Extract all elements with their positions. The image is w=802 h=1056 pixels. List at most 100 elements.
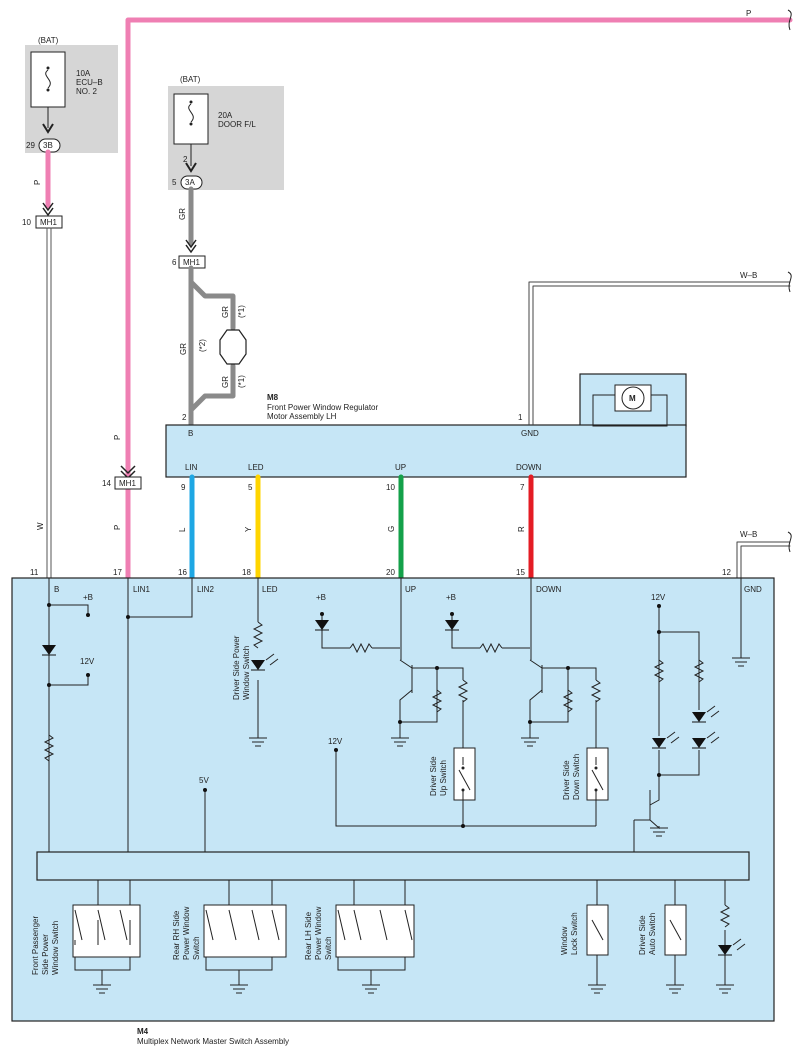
supply-5v-label: 5V	[199, 776, 209, 785]
pin-gnd-label: GND	[744, 585, 762, 594]
supply-b-up-label: +B	[316, 593, 326, 602]
rrh-switch-label-2: Power Window	[182, 906, 191, 960]
wire-ecu-b-color: P	[33, 180, 42, 185]
connector-mh1-14	[114, 476, 142, 490]
motor-icon	[621, 386, 645, 410]
connector-3b-label: 3B	[43, 141, 53, 150]
wire-gray-color-1: GR	[178, 208, 187, 220]
wire-wb-switch	[736, 541, 791, 579]
fp-switch-label-2: Side Power	[41, 934, 50, 975]
motor-pin-lin: LIN	[185, 463, 198, 472]
wire-white-color: W	[36, 522, 45, 530]
motor-pin-up: UP	[395, 463, 406, 472]
switch-down-label-1: Driver Side	[562, 760, 571, 800]
motor-pin-led: LED	[248, 463, 264, 472]
fuse-ecu-b-symbol	[30, 51, 66, 108]
supply-points	[47, 603, 661, 828]
wire-green-color: G	[387, 526, 396, 532]
pin-led-label: LED	[262, 585, 278, 594]
motor-pin-gnd-number: 1	[518, 413, 523, 422]
motor-code: M8	[267, 393, 279, 402]
fuse-door-source: (BAT)	[180, 75, 201, 84]
wire-note-1a: (*1)	[237, 305, 246, 318]
fuse-ecu-b-name: ECU–B	[76, 78, 103, 87]
fp-switch-label-1: Front Passenger	[31, 916, 40, 975]
rrh-switch-label-3: Switch	[192, 936, 201, 960]
fuse-door-pin: 2	[183, 155, 188, 164]
pin-up-number: 20	[386, 568, 395, 577]
pin-up-top: 10	[386, 483, 395, 492]
motor-assembly-box	[165, 424, 687, 478]
wire-red-color: R	[517, 526, 526, 532]
motor-pin-down: DOWN	[516, 463, 542, 472]
fuse-door-rating: 20A	[218, 111, 233, 120]
internal-circuit	[48, 578, 742, 985]
fp-switch-label-3: Window Switch	[51, 921, 60, 975]
pin-up-label: UP	[405, 585, 416, 594]
pin-led-top: 5	[248, 483, 253, 492]
wire-gray-color-2: GR	[179, 343, 188, 355]
switch-down-label-2: Down Switch	[572, 754, 581, 800]
fuse-ecu-b-rating: 10A	[76, 69, 91, 78]
connector-mh1-6-label: MH1	[183, 258, 200, 267]
auto-switch-label-1: Driver Side	[638, 915, 647, 955]
supply-b-down-label: +B	[446, 593, 456, 602]
option-octagon-icon	[219, 329, 247, 365]
fuse-ecu-b-number: NO. 2	[76, 87, 97, 96]
switch-down	[586, 747, 609, 801]
connector-mh1-10-pin: 10	[22, 218, 31, 227]
wire-wb-motor	[528, 281, 791, 425]
wire-top-color: P	[746, 9, 751, 18]
rear-lh-switch	[335, 904, 415, 958]
connector-mh1-10-label: MH1	[40, 218, 57, 227]
motor-name-2: Motor Assembly LH	[267, 412, 337, 421]
connector-mh1-10	[35, 215, 63, 229]
connector-arrow-icon	[185, 162, 197, 173]
fuse-ecu-b-source: (BAT)	[38, 36, 59, 45]
wire-blue-color: L	[178, 527, 187, 532]
connector-3a-pin: 5	[172, 178, 177, 187]
connector-3b-pin: 29	[26, 141, 35, 150]
rlh-switch-label-3: Switch	[324, 936, 333, 960]
connector-arrow-icon	[185, 239, 197, 254]
fuse-icon	[45, 69, 51, 89]
led-label-1: Driver Side Power	[232, 635, 241, 700]
motor-pin-gnd: GND	[521, 429, 539, 438]
wire-break-icon	[787, 531, 792, 553]
fuse-door-name: DOOR F/L	[218, 120, 256, 129]
wire-white	[46, 227, 52, 579]
motor-pin-b-number: 2	[182, 413, 187, 422]
connector-3a-label: 3A	[185, 178, 195, 187]
network-bus-bar	[36, 851, 750, 881]
supply-12v-label-1: 12V	[80, 657, 95, 666]
pin-lin-top: 9	[181, 483, 186, 492]
wire-gray-color-3: GR	[221, 306, 230, 318]
wire-gray-color-4: GR	[221, 376, 230, 388]
supply-b-label: +B	[83, 593, 93, 602]
window-lock-switch	[586, 904, 609, 956]
wire-pink-color-2: P	[113, 525, 122, 530]
wire-wb-color-1: W–B	[740, 271, 757, 280]
pin-down-label: DOWN	[536, 585, 562, 594]
resistor-icons	[43, 621, 731, 928]
pin-lin2-label: LIN2	[197, 585, 214, 594]
rlh-switch-label-1: Rear LH Side	[304, 911, 313, 960]
wire-note-2: (*2)	[198, 339, 207, 352]
switch-up-label-1: Driver Side	[429, 756, 438, 796]
connector-arrow-icon	[42, 202, 54, 217]
pin-lin1-number: 17	[113, 568, 122, 577]
pin-lin2-number: 16	[178, 568, 187, 577]
motor-name-1: Front Power Window Regulator	[267, 403, 378, 412]
wire-yellow-color: Y	[244, 526, 253, 532]
diode-icons	[42, 620, 746, 956]
wire-pink-color-1: P	[113, 435, 122, 440]
pin-b-number: 11	[30, 568, 39, 577]
switch-up-label-2: Up Switch	[439, 760, 448, 796]
pin-led-number: 18	[242, 568, 251, 577]
pin-b-label: B	[54, 585, 59, 594]
lock-switch-label-1: Window	[560, 926, 569, 955]
ground-icons	[93, 657, 750, 994]
rrh-switch-label-1: Rear RH Side	[172, 910, 181, 960]
